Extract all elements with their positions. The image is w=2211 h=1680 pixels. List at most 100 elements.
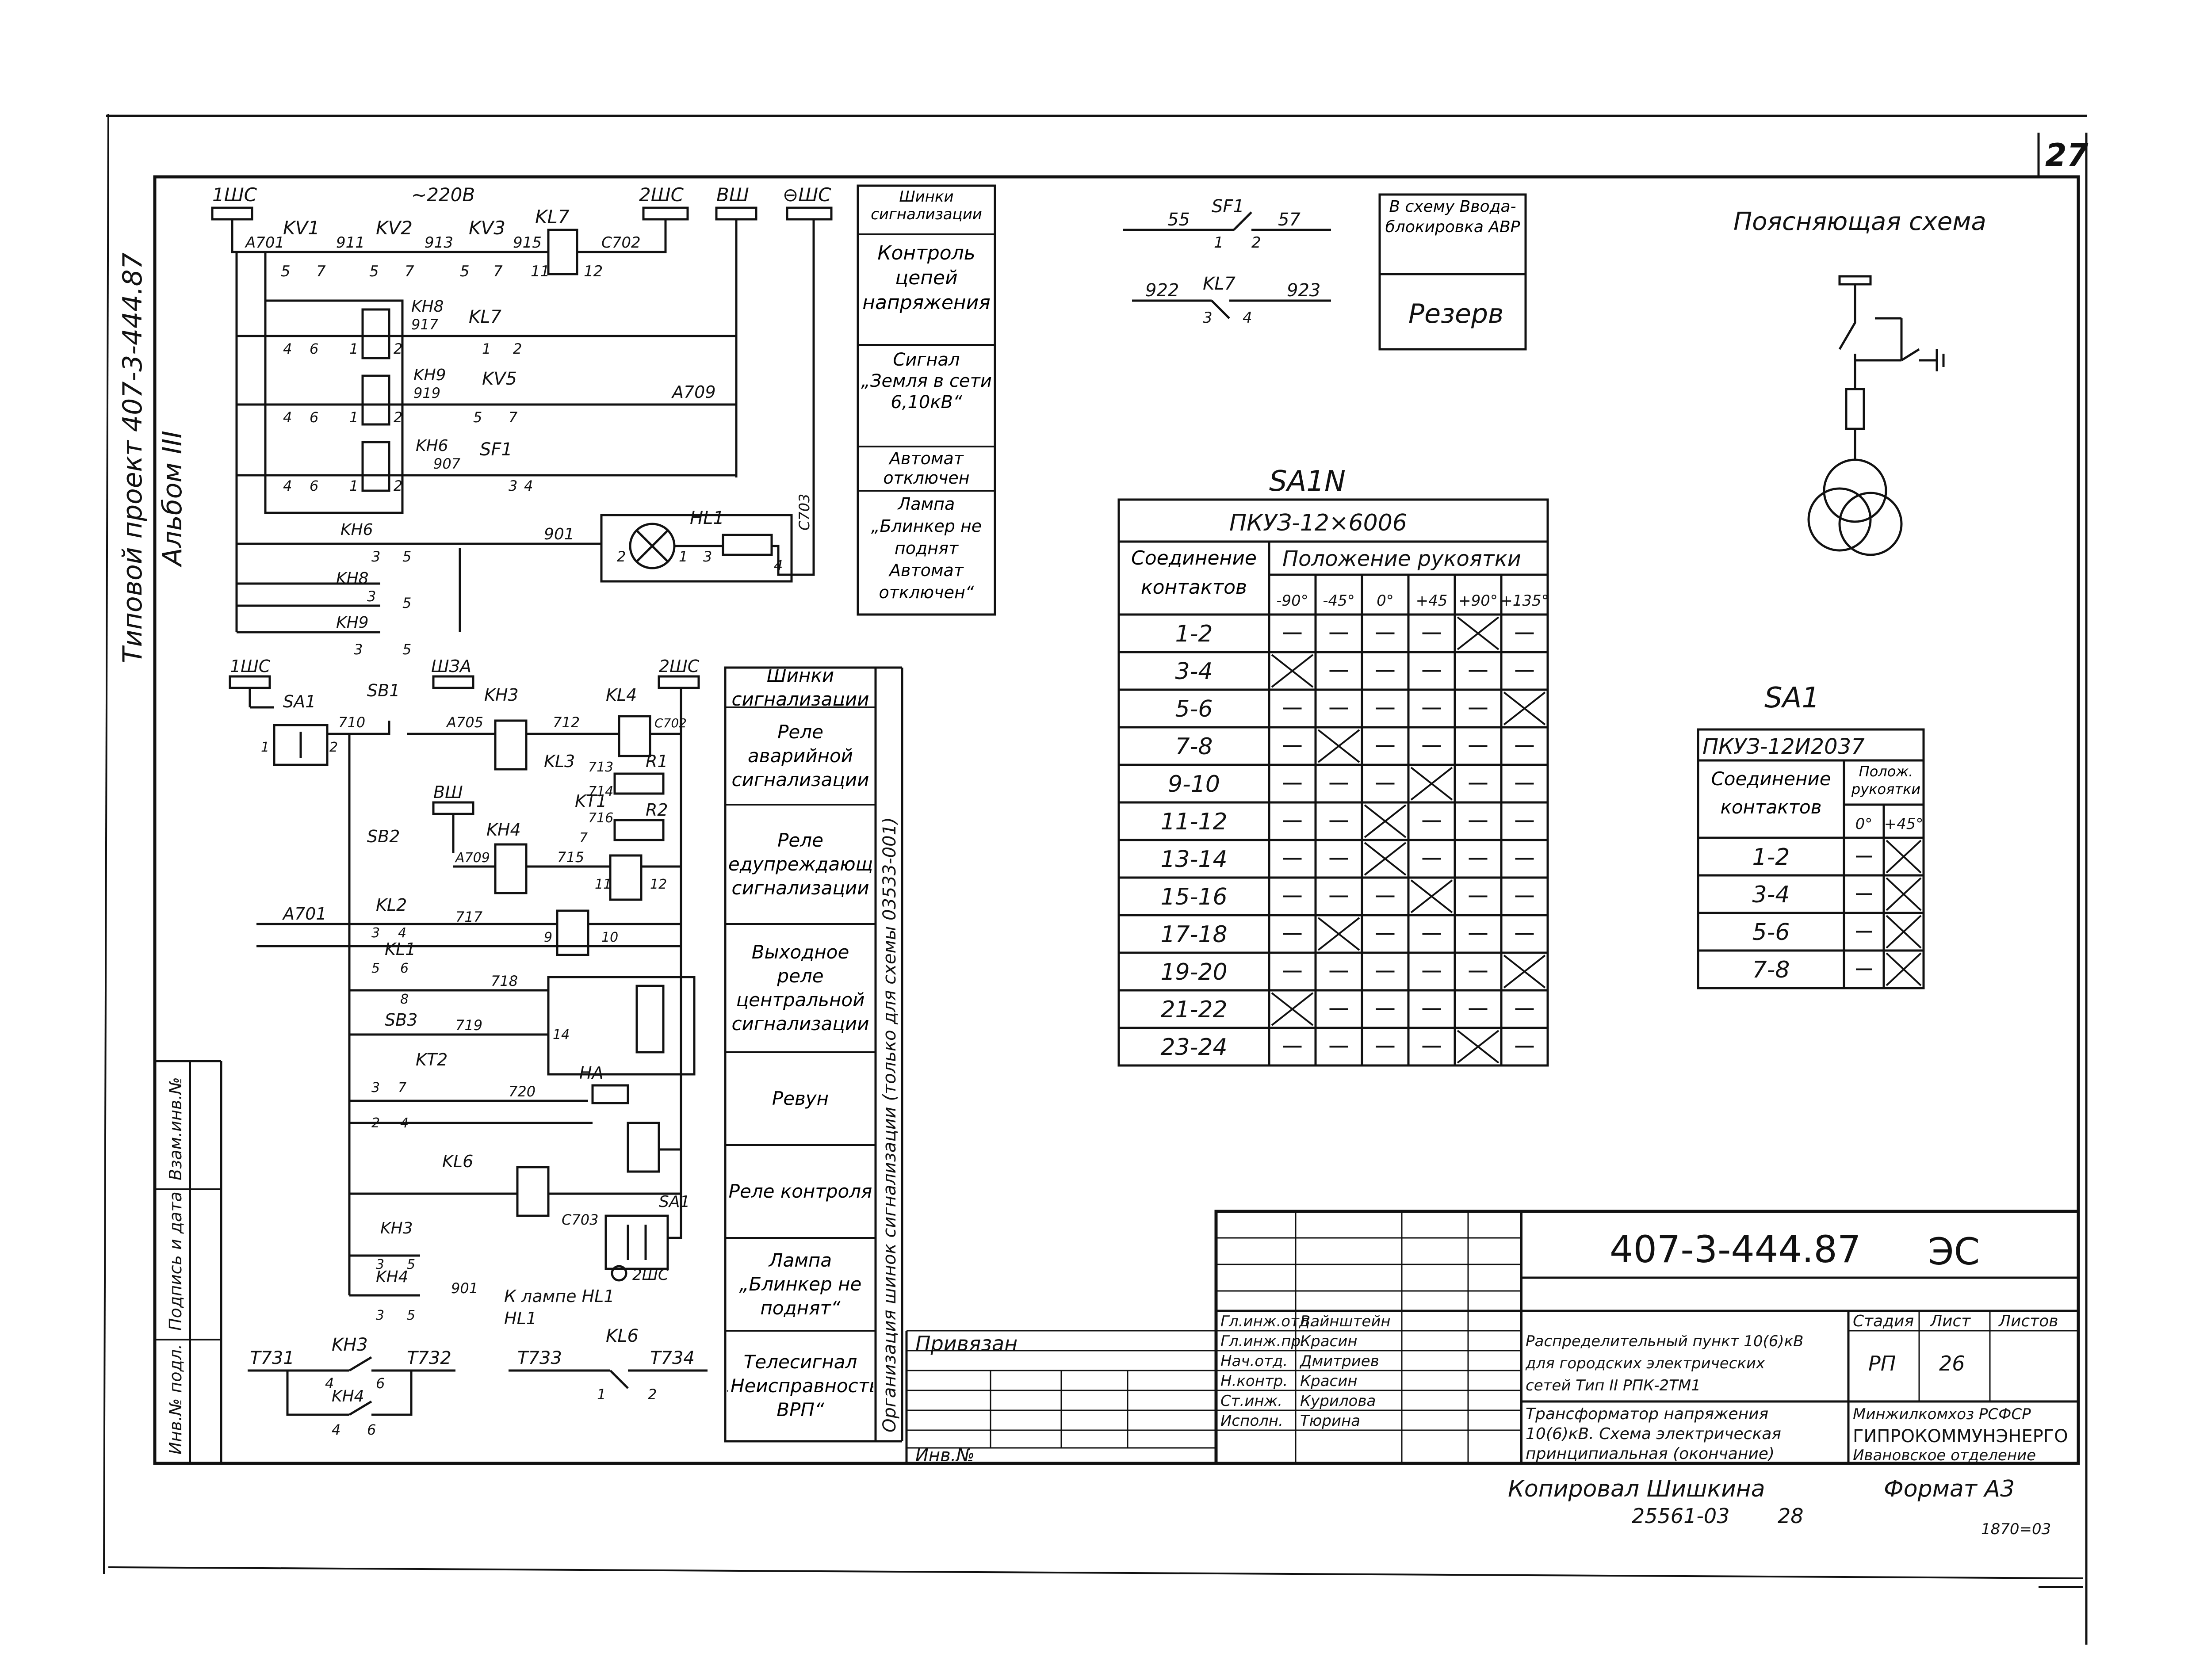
sa1-closed-mark [1886,840,1922,874]
svg-text:1: 1 [349,340,358,357]
signatory-role: Н.контр. [1220,1372,1288,1390]
svg-text:2: 2 [371,1115,380,1131]
svg-text:12: 12 [650,877,667,892]
svg-text:A701: A701 [282,904,327,924]
bottom-circuits [248,1356,708,1416]
svg-text:HL1: HL1 [504,1309,537,1328]
svg-text:717: 717 [455,909,483,925]
svg-text:KH8: KH8 [411,298,444,316]
svg-text:4: 4 [524,477,533,494]
svg-text:С703: С703 [562,1211,598,1228]
svg-text:2ШС: 2ШС [639,184,684,206]
svg-text:⊖ШС: ⊖ШС [783,184,831,206]
svg-text:ПКУЗ-12×6006: ПКУЗ-12×6006 [1229,510,1407,536]
svg-text:923: 923 [1287,280,1320,301]
format-label: Формат А3 [1884,1476,2015,1502]
sa1n-row-contacts: 21-22 [1160,997,1227,1023]
sa1n-closed-mark [1410,879,1453,913]
svg-text:714: 714 [588,784,613,799]
svg-text:Распределительный пункт 10(6)к: Распределительный пункт 10(6)кВ [1526,1333,1804,1350]
sa1n-row-contacts: 5-6 [1175,696,1213,722]
stamp-sign-date: Подпись и дата [166,1191,185,1331]
svg-text:SB3: SB3 [385,1010,417,1030]
svg-text:SA1: SA1 [659,1193,690,1211]
svg-text:2: 2 [394,409,402,426]
svg-text:С702: С702 [601,234,641,252]
legend-lower-row: Реле предупреждающей сигнализации [727,829,873,899]
svg-text:A709: A709 [671,382,716,402]
svg-text:2ШС: 2ШС [659,657,700,676]
svg-text:922: 922 [1145,280,1179,301]
sa1n-position-4: +90° [1458,592,1498,610]
svg-text:HA: HA [579,1063,604,1083]
document-mark: ЭС [1928,1230,1980,1273]
sa1n-row-contacts: 15-16 [1160,884,1227,910]
explanatory-title: Поясняющая схема [1733,207,1986,236]
sheet-border [103,114,2088,1645]
sa1-row-contacts: 3-4 [1752,882,1790,908]
sa1n-row-contacts: 19-20 [1160,959,1227,985]
svg-text:5: 5 [402,595,411,611]
inv-label: Инв.№ [915,1445,975,1466]
svg-text:KH9: KH9 [413,366,446,384]
sa1n-row-contacts: 9-10 [1168,771,1220,798]
sa1n-row-contacts: 3-4 [1175,658,1213,685]
svg-text:сетей Тип II РПК-2ТМ1: сетей Тип II РПК-2ТМ1 [1526,1377,1701,1394]
legend-upper-3: Сигнал „Земля в сети 6,10кВ“ [861,350,992,412]
svg-text:T732: T732 [407,1348,451,1368]
legend-upper-5: Лампа „Блинкер не поднят Автомат отключе… [871,494,982,602]
svg-text:KL6: KL6 [606,1326,639,1346]
svg-text:HL1: HL1 [690,508,724,528]
svg-text:KT2: KT2 [416,1050,448,1069]
sa1n-row-contacts: 11-12 [1160,809,1227,835]
upper-legend: Шинки сигнализации Контроль цепей напряж… [857,184,996,616]
svg-text:KL3: KL3 [544,752,575,771]
svg-text:11: 11 [531,263,550,280]
svg-text:РП: РП [1868,1352,1896,1375]
sa1n-closed-mark [1271,654,1314,688]
svg-text:26: 26 [1939,1352,1965,1375]
svg-text:55: 55 [1167,210,1190,230]
svg-text:5: 5 [281,263,291,280]
title-block-text: 407-3-444.87 ЭС Привязан Инв.№ Гл.инж.от… [915,1228,2068,1466]
svg-text:KL2: KL2 [376,895,407,915]
svg-text:2: 2 [1251,234,1261,252]
svg-text:для городских электрических: для городских электрических [1525,1355,1765,1372]
svg-text:KH4: KH4 [332,1387,364,1405]
svg-text:1: 1 [349,477,358,494]
sa1n-closed-mark [1364,804,1407,838]
svg-text:ГИПРОКОММУНЭНЕРГО: ГИПРОКОММУНЭНЕРГО [1853,1426,2068,1447]
sa1-closed-mark [1886,952,1922,986]
legend-vertical-note: Организация шинок сигнализации (только д… [880,817,900,1432]
sf1-kl7-labels: SF1 55 57 1 2 922 KL7 923 3 4 [1145,196,1320,327]
svg-text:4: 4 [1243,309,1252,327]
svg-text:3: 3 [509,477,517,494]
sa1-closed-mark [1886,915,1922,949]
svg-text:3: 3 [371,548,380,565]
svg-text:7: 7 [493,263,503,280]
svg-text:917: 917 [411,316,439,333]
svg-text:5: 5 [371,961,380,976]
svg-text:901: 901 [544,525,574,543]
sa1-position-0: 0° [1855,815,1873,833]
svg-text:5: 5 [407,1308,415,1323]
sa1-row-contacts: 1-2 [1752,844,1790,871]
svg-text:1ШС: 1ШС [212,184,257,206]
legend-lower-row: Реле контроля [728,1180,872,1202]
svg-text:1: 1 [261,740,269,755]
svg-text:KL4: KL4 [606,685,637,705]
side-labels: Типовой проект 407-3-444.87 Альбом III И… [117,252,222,1463]
signatory-name: Вайнштейн [1300,1313,1391,1330]
sa1n-row-contacts: 23-24 [1160,1034,1227,1061]
svg-text:907: 907 [433,455,461,472]
page-number: 27 [2045,137,2089,173]
sa1n-closed-mark [1364,842,1407,876]
sa1n-closed-mark [1271,992,1314,1026]
svg-text:SB1: SB1 [367,681,400,700]
svg-text:ШЗА: ШЗА [431,657,471,676]
upper-circuit-labels: 1ШС ~220В 2ШС ВШ ⊖ШС KV1 KV2 KV3 KL7 A70… [212,184,831,658]
svg-text:К лампе HL1: К лампе HL1 [504,1287,615,1306]
svg-text:KH4: KH4 [486,820,521,840]
svg-text:KV2: KV2 [376,217,413,239]
sa1n-table: ПКУЗ-12×6006 Положение рукоятки Соединен… [1117,498,1549,1067]
